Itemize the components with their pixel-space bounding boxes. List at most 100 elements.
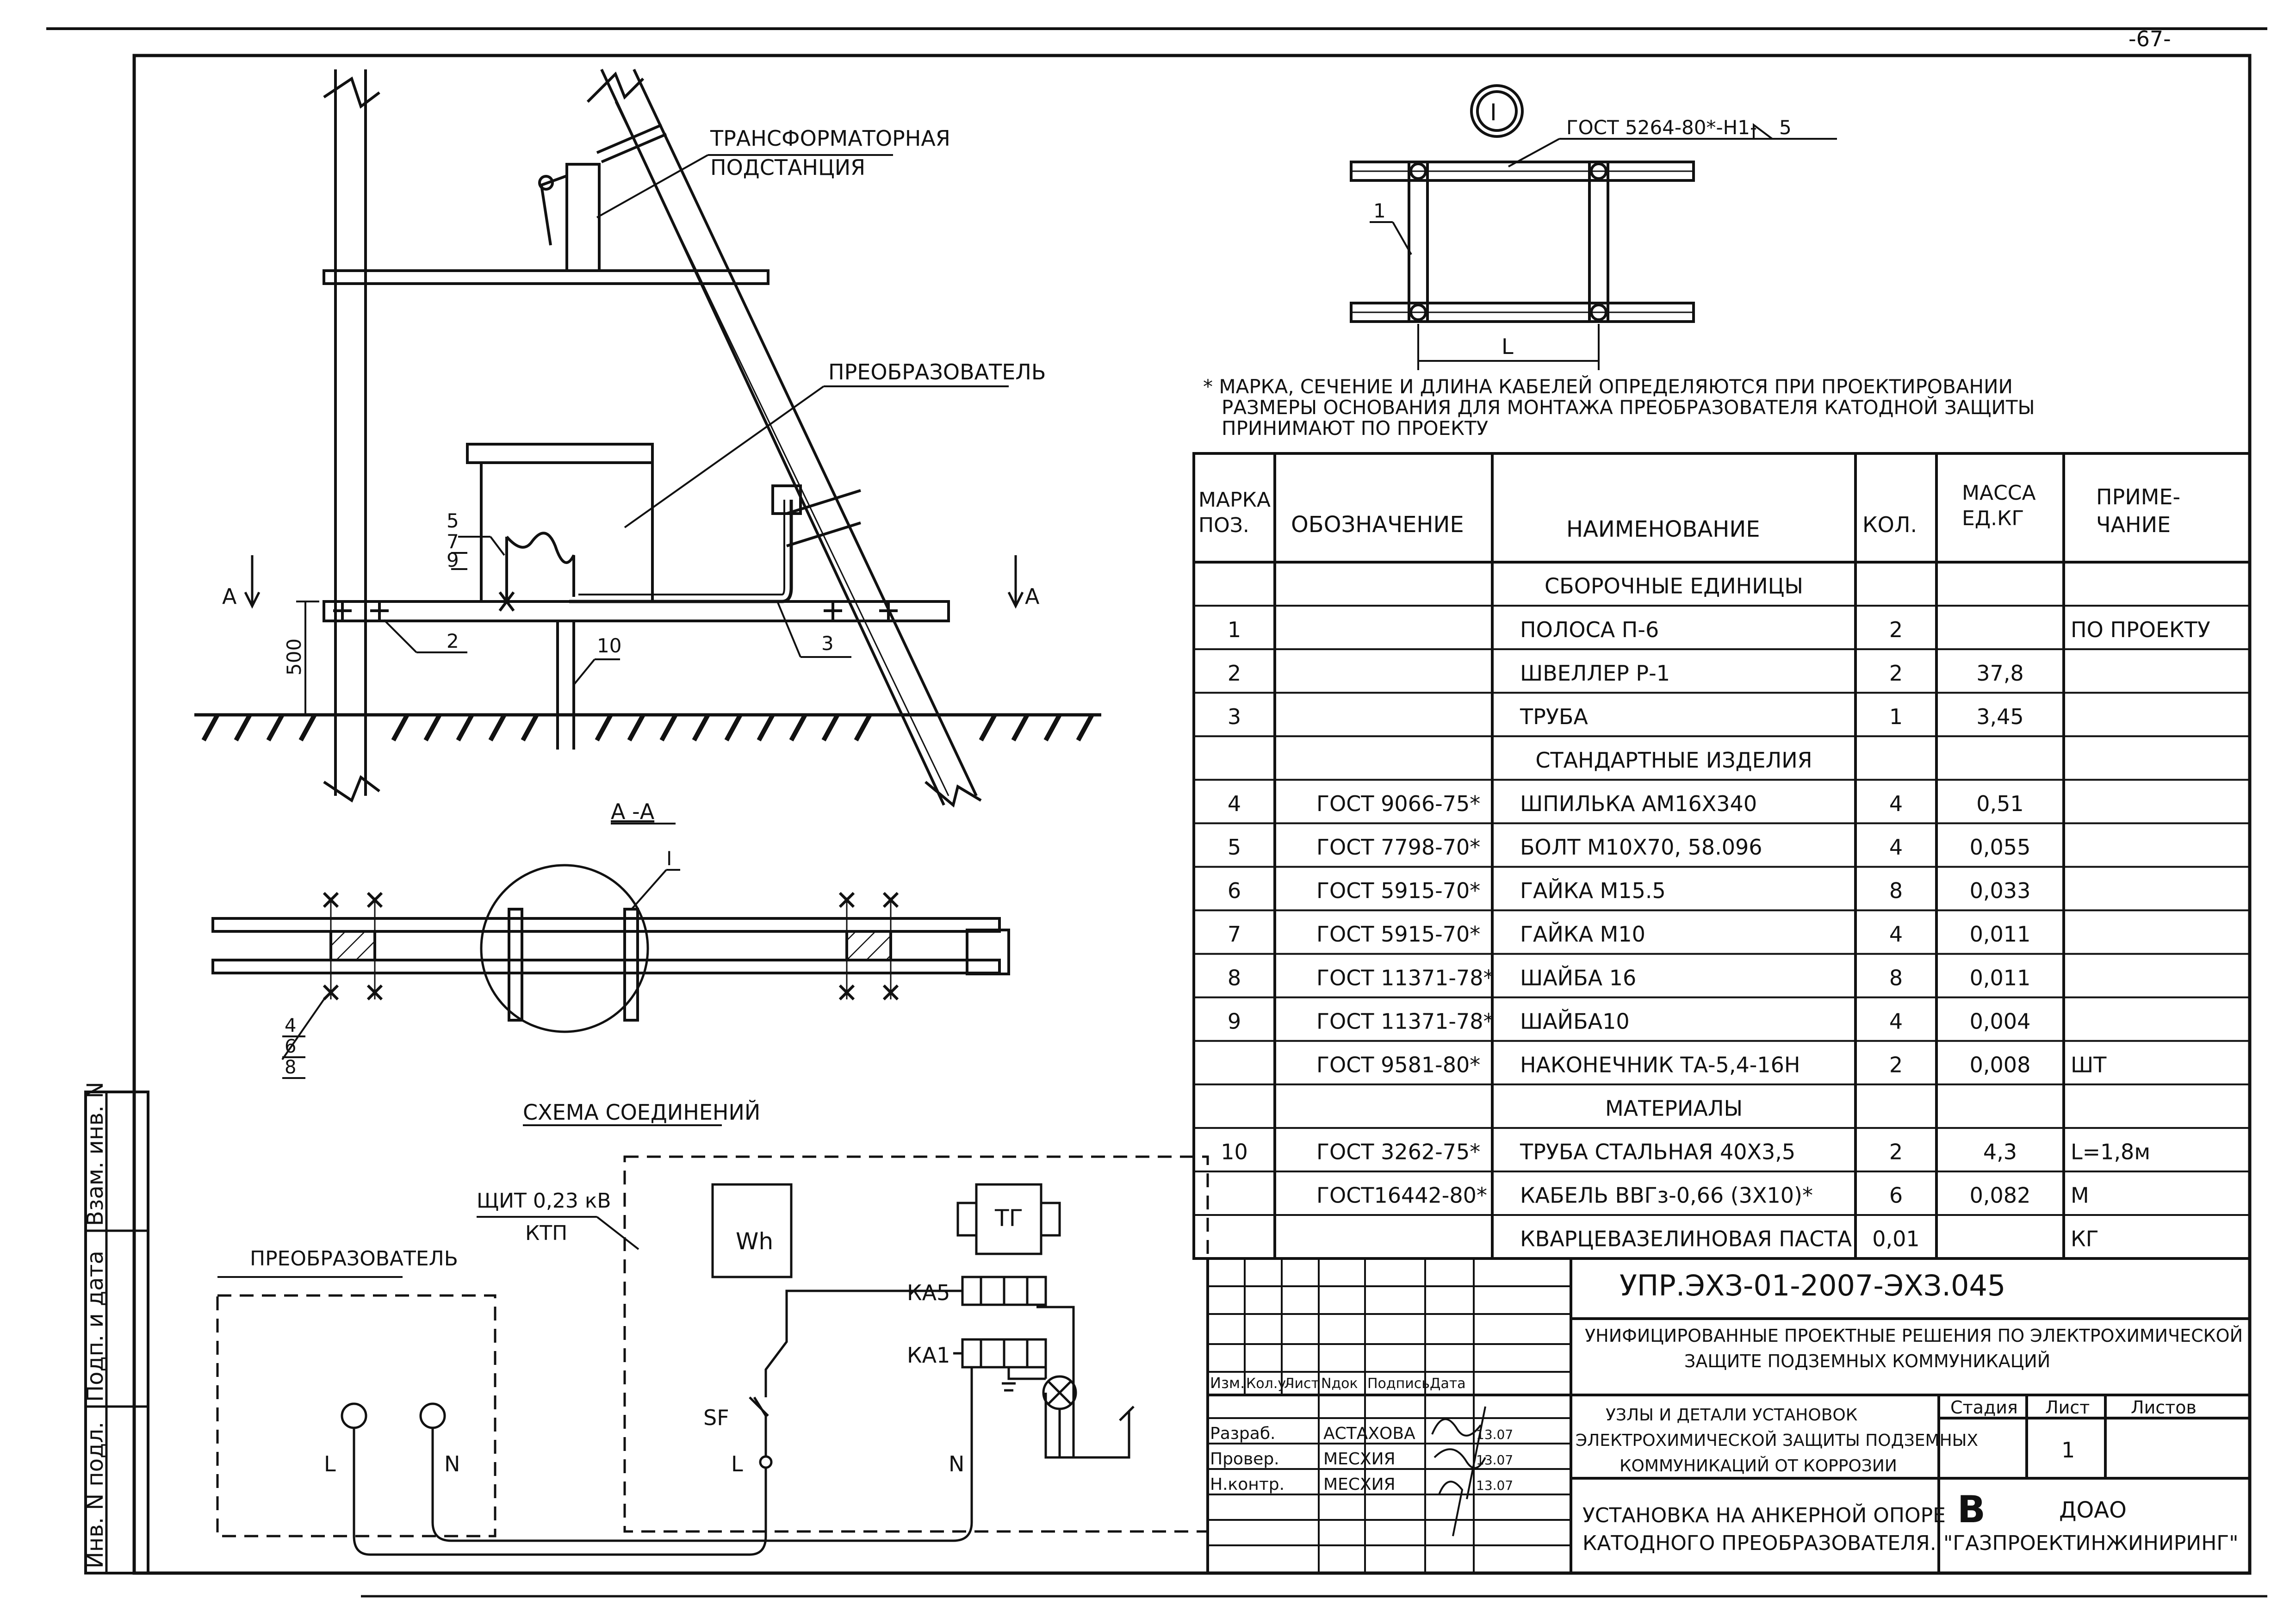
cell-mass: 0,008 xyxy=(1970,1052,2031,1077)
spec-table-header: МАРКА ПОЗ. ОБОЗНАЧЕНИЕ НАИМЕНОВАНИЕ КОЛ.… xyxy=(1198,481,2180,542)
table-row: ГОСТ 9581-80* НАКОНЕЧНИК ТА-5,4-16Н 2 0,008… xyxy=(1316,1052,2107,1077)
stamp-podp-data: Подп. и дата xyxy=(82,1251,108,1402)
title-razrab-name: АСТАХОВА xyxy=(1323,1424,1415,1443)
cell-qty: 2 xyxy=(1889,1052,1903,1077)
schema-panel-ktp: КТП xyxy=(525,1221,567,1245)
title-col-podpis: Подпись xyxy=(1367,1376,1430,1392)
cell-pos: 2 xyxy=(1228,661,1241,686)
page-number: -67- xyxy=(2128,26,2171,51)
title-col-kol: Кол.уч xyxy=(1246,1376,1294,1392)
dimension-L: L xyxy=(1502,334,1514,359)
note-line-2: РАЗМЕРЫ ОСНОВАНИЯ ДЛЯ МОНТАЖА ПРЕОБРАЗОВ… xyxy=(1222,396,2035,419)
header-qty: КОЛ. xyxy=(1862,512,1917,537)
side-stamp: Инв. N подл. Подп. и дата Взам. инв. N xyxy=(82,1082,149,1574)
title-razrab-label: Разраб. xyxy=(1210,1424,1275,1443)
cell-qty: 2 xyxy=(1889,617,1903,642)
callout-8: 8 xyxy=(285,1057,296,1078)
callout-2: 2 xyxy=(447,630,459,652)
header-mark-l1: МАРКА xyxy=(1198,488,1271,512)
title-sheets-label: Листов xyxy=(2131,1397,2197,1418)
cell-designation: ГОСТ 3262-75* xyxy=(1316,1140,1480,1165)
cell-mass: 0,055 xyxy=(1970,835,2031,860)
cell-qty: 1 xyxy=(1889,704,1903,729)
table-row: СТАНДАРТНЫЕ ИЗДЕЛИЯ xyxy=(1535,748,1812,773)
cell-qty: 8 xyxy=(1889,965,1903,990)
schema-panel-voltage: ЩИТ 0,23 кВ xyxy=(477,1189,611,1213)
schema-term-N-converter: N xyxy=(444,1451,460,1476)
cell-pos: 6 xyxy=(1228,878,1241,903)
detail-ref-section: I xyxy=(666,847,672,870)
title-nkontr-label: Н.контр. xyxy=(1210,1475,1285,1494)
cell-qty: 4 xyxy=(1889,791,1903,816)
cell-designation: ГОСТ 5915-70* xyxy=(1316,878,1480,903)
cell-name: ТРУБА xyxy=(1520,704,1588,729)
title-sheet-title-l2: КАТОДНОГО ПРЕОБРАЗОВАТЕЛЯ. xyxy=(1582,1531,1936,1555)
title-col-ndok: Nдок xyxy=(1321,1376,1358,1392)
cell-name: НАКОНЕЧНИК ТА-5,4-16Н xyxy=(1520,1052,1800,1077)
note-line-3: ПРИНИМАЮТ ПО ПРОЕКТУ xyxy=(1222,417,1488,440)
title-col-izm: Изм. xyxy=(1210,1374,1245,1392)
cell-name: ШВЕЛЛЕР Р-1 xyxy=(1520,661,1670,686)
title-project-l1: УНИФИЦИРОВАННЫЕ ПРОЕКТНЫЕ РЕШЕНИЯ ПО ЭЛЕ… xyxy=(1585,1326,2243,1346)
stamp-vzam-inv: Взам. инв. N xyxy=(82,1082,108,1226)
title-sheet-value: 1 xyxy=(2061,1438,2075,1463)
cell-name: КВАРЦЕВАЗЕЛИНОВАЯ ПАСТА xyxy=(1520,1227,1852,1252)
schema-term-L-converter: L xyxy=(324,1451,336,1476)
cell-qty: 4 xyxy=(1889,1009,1903,1034)
title-project-l2: ЗАЩИТЕ ПОДЗЕМНЫХ КОММУНИКАЦИЙ xyxy=(1684,1351,2050,1371)
cell-pos: 9 xyxy=(1228,1009,1241,1034)
cell-designation: ГОСТ 9581-80* xyxy=(1316,1052,1480,1077)
title-prover-date: 13.07 xyxy=(1476,1452,1513,1468)
cell-name: ШАЙБА10 xyxy=(1520,1009,1630,1034)
cell-name: ШПИЛЬКА АМ16Х340 xyxy=(1520,791,1757,816)
cell-mass: 0,004 xyxy=(1970,1009,2031,1034)
schema-meter-wh: Wh xyxy=(736,1228,773,1255)
cell-qty: 8 xyxy=(1889,878,1903,903)
title-stage-label: Стадия xyxy=(1950,1397,2018,1418)
detail-view xyxy=(1350,84,1837,370)
header-mark-l2: ПОЗ. xyxy=(1198,514,1249,537)
cell-designation: ГОСТ 11371-78* xyxy=(1316,1009,1494,1034)
cell-note: ШТ xyxy=(2071,1052,2107,1077)
cell-name: КАБЕЛЬ ВВГз-0,66 (3Х10)* xyxy=(1520,1183,1813,1208)
callout-1: 1 xyxy=(1373,199,1386,222)
cell-name: БОЛТ М10Х70, 58.096 xyxy=(1520,835,1762,860)
callout-10: 10 xyxy=(597,634,621,657)
title-nkontr-date: 13.07 xyxy=(1476,1478,1513,1493)
weld-note: ГОСТ 5264-80*-Н1- xyxy=(1566,116,1757,139)
table-row: 9 ГОСТ 11371-78* ШАЙБА10 4 0,004 xyxy=(1228,1009,2030,1034)
label-substation-line2: ПОДСТАНЦИЯ xyxy=(710,155,865,180)
schema-tg: ТГ xyxy=(994,1205,1023,1232)
title-sheet-label: Лист xyxy=(2045,1397,2090,1418)
cell-pos: 4 xyxy=(1228,791,1241,816)
header-designation: ОБОЗНАЧЕНИЕ xyxy=(1291,512,1464,538)
detail-ref: I xyxy=(1490,99,1497,126)
header-mass-l2: ЕД.КГ xyxy=(1962,507,2024,530)
dimension-500: 500 xyxy=(283,638,305,676)
section-title: А -А xyxy=(611,799,655,824)
cell-name: ТРУБА СТАЛЬНАЯ 40Х3,5 xyxy=(1520,1140,1795,1165)
cell-mass: 0,011 xyxy=(1970,965,2031,990)
org-name-l1: ДОАО xyxy=(2059,1497,2127,1523)
cell-name: МАТЕРИАЛЫ xyxy=(1605,1096,1743,1121)
schema-ka1: КА1 xyxy=(907,1343,950,1368)
section-mark-right: А xyxy=(1025,584,1040,609)
cell-qty: 0,01 xyxy=(1872,1227,1919,1252)
cell-qty: 6 xyxy=(1889,1183,1903,1208)
cell-pos: 10 xyxy=(1221,1140,1248,1165)
cell-pos: 7 xyxy=(1228,922,1241,947)
cell-designation: ГОСТ 5915-70* xyxy=(1316,922,1480,947)
weld-size: 5 xyxy=(1779,116,1792,139)
cell-qty: 4 xyxy=(1889,922,1903,947)
cell-name: СТАНДАРТНЫЕ ИЗДЕЛИЯ xyxy=(1535,748,1812,773)
cell-designation: ГОСТ 11371-78* xyxy=(1316,965,1494,990)
stamp-inv-podl: Инв. N подл. xyxy=(82,1422,108,1568)
cell-note: ПО ПРОЕКТУ xyxy=(2071,617,2210,642)
